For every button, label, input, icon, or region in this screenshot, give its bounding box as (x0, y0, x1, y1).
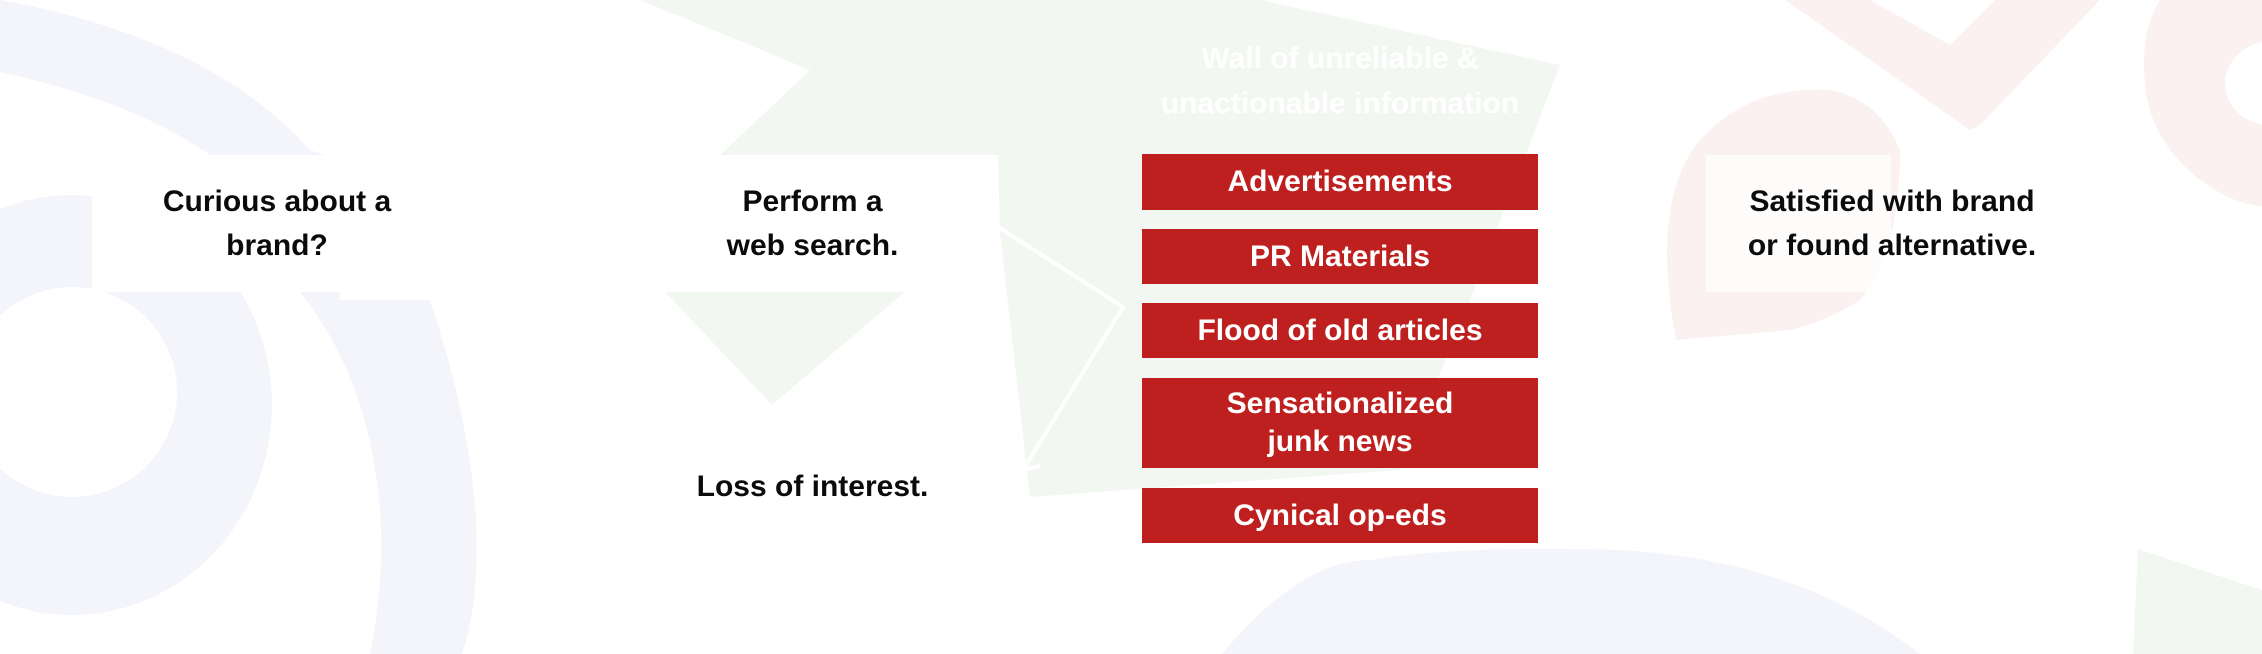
loss-node: Loss of interest. (640, 465, 985, 509)
pink-chevron (1785, 0, 2100, 130)
end-node-label: Satisfied with brand or found alternativ… (1747, 184, 2037, 262)
search-node-label: Perform a web search. (726, 184, 899, 262)
wall-item-advertisements: Advertisements (1142, 154, 1538, 210)
end-node: Satisfied with brand or found alternativ… (1706, 155, 2078, 292)
pink-ring (2144, 0, 2262, 206)
wall-item-label: Cynical op-eds (1233, 498, 1447, 532)
wall-item-label: Flood of old articles (1197, 313, 1483, 347)
wall-item-junk-news: Sensationalized junk news (1142, 378, 1538, 468)
green-triangle-bottom (2133, 549, 2262, 654)
wall-item-label: PR Materials (1249, 239, 1431, 273)
loss-node-label: Loss of interest. (696, 470, 929, 503)
wall-item-old-articles: Flood of old articles (1142, 303, 1538, 358)
green-triangle-mid (665, 292, 905, 405)
start-node: Curious about a brand? (92, 155, 462, 292)
blue-arc-bottom (1222, 548, 1920, 654)
wall-item-label: Sensationalized junk news (1226, 387, 1454, 458)
wall-title: Wall of unreliable & unactionable inform… (1160, 42, 1520, 120)
search-node: Perform a web search. (665, 155, 998, 292)
wall-item-op-eds: Cynical op-eds (1142, 488, 1538, 543)
start-node-label: Curious about a brand? (162, 184, 392, 262)
wall-item-label: Advertisements (1227, 165, 1453, 198)
blue-ring-inner (0, 195, 272, 615)
wall-item-pr-materials: PR Materials (1142, 229, 1538, 284)
